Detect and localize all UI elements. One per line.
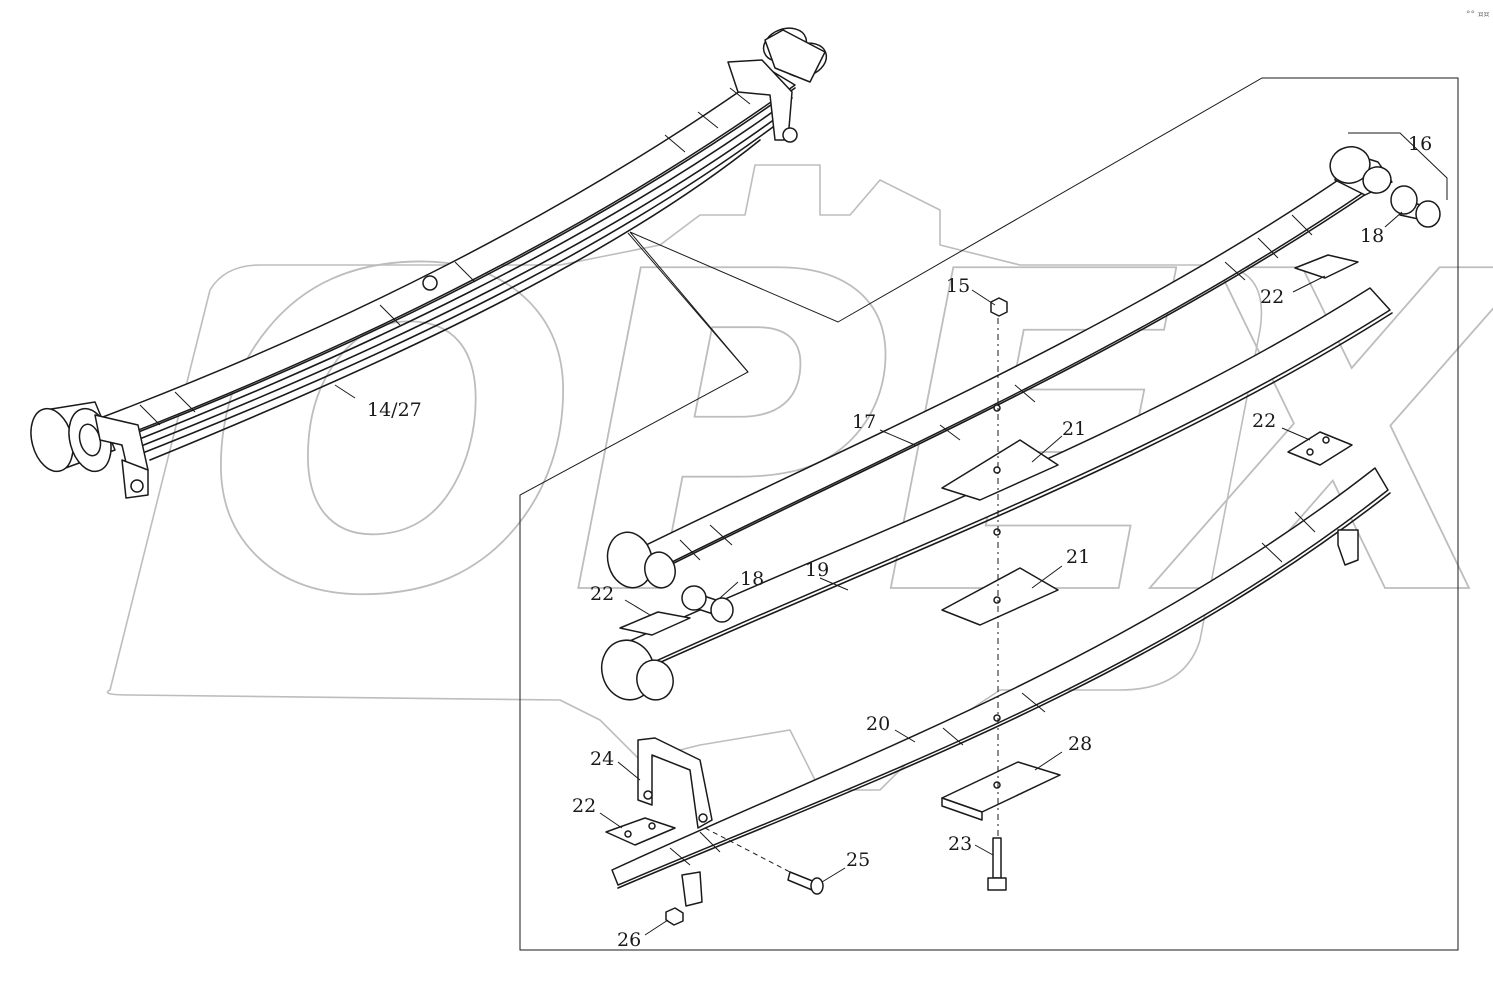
pad-28-hole bbox=[993, 781, 1001, 789]
part-19-second-leaf bbox=[600, 287, 1393, 701]
part-16-bracket-indicator bbox=[1348, 132, 1448, 200]
leaf-20-clip bbox=[1337, 529, 1359, 566]
part-15-nut bbox=[990, 297, 1008, 317]
part-23-center-bolt bbox=[987, 837, 1007, 891]
pad-21-lower-hole bbox=[993, 596, 1001, 604]
part-22-spacer-top-right bbox=[1294, 254, 1359, 279]
callout-25: 25 bbox=[846, 849, 870, 871]
part-22-spacer-mid-right bbox=[1287, 431, 1353, 466]
callout-24: 24 bbox=[590, 748, 614, 770]
part-17-main-leaf bbox=[606, 146, 1393, 589]
watermark-gear-outline bbox=[106, 164, 1263, 791]
part-25-screw bbox=[787, 871, 824, 895]
leaf-stack-line-3 bbox=[125, 107, 791, 453]
leaf-face-segment-lines bbox=[139, 87, 751, 426]
callout-20: 20 bbox=[866, 713, 890, 735]
watermark-text: OPEX bbox=[205, 180, 1493, 692]
callout-18-front: 18 bbox=[740, 568, 764, 590]
part-26-nut bbox=[665, 907, 684, 926]
callout-28: 28 bbox=[1068, 733, 1092, 755]
part-22-spacer-bottom-left bbox=[605, 817, 676, 846]
part-18-bushing-front bbox=[681, 585, 734, 623]
main-leaf-top-face bbox=[94, 69, 796, 439]
leaf-stack-line-1 bbox=[117, 87, 796, 441]
callout-22-bottom-left: 22 bbox=[572, 795, 596, 817]
callout-22-mid-right: 22 bbox=[1252, 410, 1276, 432]
explode-guide-line bbox=[627, 232, 749, 373]
callout-26: 26 bbox=[617, 929, 641, 951]
leader-lines bbox=[334, 211, 1403, 936]
callout-21-upper: 21 bbox=[1062, 418, 1086, 440]
front-spring-eye bbox=[30, 401, 149, 499]
leaf-stack-line-2 bbox=[121, 97, 793, 447]
part-22-spacer-left bbox=[619, 611, 691, 636]
pad-21-upper-hole bbox=[993, 466, 1001, 474]
callout-17: 17 bbox=[852, 411, 876, 433]
corner-mark: °° ¤¤ bbox=[1466, 10, 1490, 20]
callout-labels: 14/27 15 16 17 18 18 19 20 21 21 22 22 2… bbox=[367, 133, 1432, 951]
part-20-third-leaf bbox=[611, 467, 1391, 907]
clamp-alignment-line bbox=[704, 827, 791, 873]
center-bolt-nut bbox=[422, 275, 438, 291]
part-18-bushing-rear bbox=[1390, 185, 1441, 228]
part-21-pad-lower bbox=[941, 567, 1059, 626]
leaf-20-clip-front bbox=[681, 871, 703, 907]
watermark-logo: OPEX bbox=[106, 164, 1493, 791]
callout-21-lower: 21 bbox=[1066, 546, 1090, 568]
callout-14-27: 14/27 bbox=[367, 399, 422, 421]
callout-16: 16 bbox=[1408, 133, 1432, 155]
leaf-stack-line-5 bbox=[149, 139, 761, 461]
leaf-spring-assembly-14-27 bbox=[30, 27, 828, 499]
callout-22-left: 22 bbox=[590, 583, 614, 605]
rear-spring-eye bbox=[727, 27, 828, 143]
exploded-view-frame bbox=[519, 77, 1459, 951]
callout-15: 15 bbox=[946, 275, 970, 297]
callout-18-rear: 18 bbox=[1360, 225, 1384, 247]
callout-22-top-right: 22 bbox=[1260, 286, 1284, 308]
leaf-stack-line-4 bbox=[129, 117, 786, 459]
callout-19: 19 bbox=[805, 559, 829, 581]
callout-23: 23 bbox=[948, 833, 972, 855]
part-24-u-clamp bbox=[637, 737, 713, 829]
